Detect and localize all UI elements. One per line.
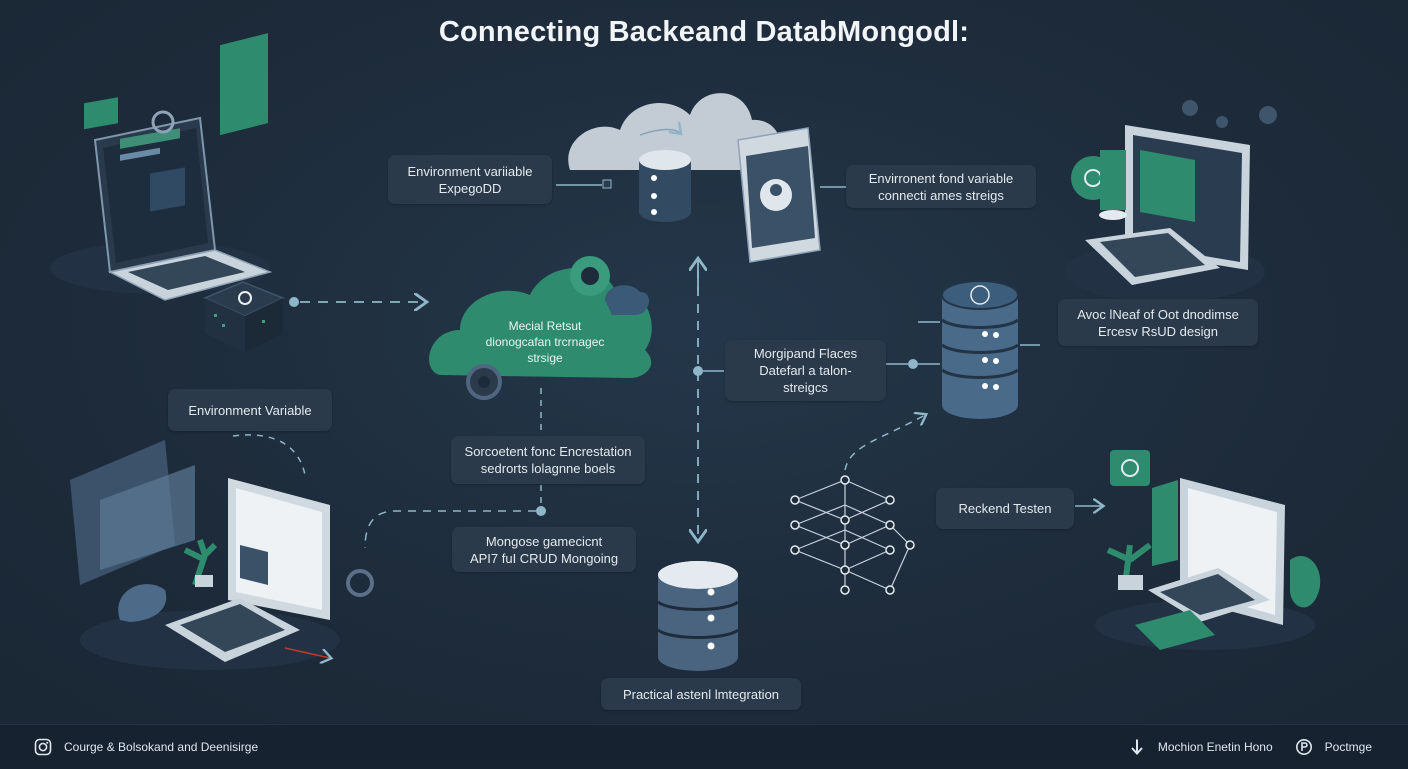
- network-nodes: [790, 475, 915, 595]
- footer-right-link-2[interactable]: Poctmge: [1295, 738, 1372, 756]
- label-line: Sorcoetent fonc Encrestation: [464, 444, 632, 459]
- label-line: sedrorts lolagnne boels: [480, 461, 616, 476]
- circle-p-icon: [1295, 739, 1312, 755]
- connector-graph-to-db: [844, 415, 925, 471]
- label-mongose: Mongose gamecicnt API7 fuI CRUD Mongoing: [452, 527, 636, 572]
- connector-dot: [693, 366, 703, 376]
- connector-to-bottom-laptop: [364, 510, 536, 549]
- server-stack-illustration: [918, 280, 1040, 419]
- label-line: Environment variiable: [407, 163, 533, 179]
- label-sorcoetant: Sorcoetent fonc Encrestation sedrorts lo…: [451, 436, 645, 484]
- footer-left-link[interactable]: Courge & Bolsokand and Deenisirge: [34, 738, 258, 756]
- laptop-code-illustration: [70, 440, 374, 670]
- cloud-label: Mecial Retsut dionogcafan trcrnagec strs…: [470, 318, 620, 366]
- label-line: ExpegoDD: [438, 180, 502, 196]
- monitor-search-illustration: [1065, 100, 1277, 302]
- footer-right-text-2: Poctmge: [1324, 740, 1372, 754]
- label-env-fond: Envirronent fond variable connecti ames …: [846, 165, 1036, 208]
- label-line: Mongose gamecicnt: [485, 533, 603, 549]
- label-line: dionogcafan trcrnagec: [485, 335, 605, 349]
- footer-right-link-1[interactable]: Mochion Enetin Hono: [1128, 738, 1273, 756]
- diagram-artwork: [50, 33, 1321, 671]
- label-line: streigcs: [783, 380, 828, 395]
- green-cloud-illustration: [429, 256, 652, 400]
- label-line: API7 fuI CRUD Mongoing: [469, 550, 619, 566]
- connector-env-to-laptop: [232, 434, 306, 476]
- connector-dot: [536, 506, 546, 516]
- footer-bar: Courge & Bolsokand and Deenisirge Mochio…: [0, 724, 1408, 769]
- label-line: strsige: [527, 351, 563, 365]
- database-stack-illustration: [657, 561, 739, 671]
- instagram-icon: [34, 738, 52, 756]
- label-avoc: Avoc lNeaf of Oot dnodimse Ercesv RsUD d…: [1058, 299, 1258, 346]
- label-line: Ercesv RsUD design: [1098, 323, 1218, 339]
- label-line: Reckend Testen: [958, 501, 1052, 516]
- connector-dot: [908, 359, 918, 369]
- label-practical: Practical astenl lmtegration: [601, 678, 801, 710]
- footer-left-text: Courge & Bolsokand and Deenisirge: [64, 740, 259, 754]
- label-line: Envirronent fond variable: [868, 170, 1014, 186]
- label-env-variable: Environment Variable: [168, 389, 332, 431]
- label-line: Practical astenl lmtegration: [622, 686, 780, 702]
- label-line: Morgipand Flaces: [753, 346, 858, 361]
- label-env-expegodd: Environment variiable ExpegoDD: [388, 155, 552, 204]
- label-line: Avoc lNeaf of Oot dnodimse: [1077, 306, 1239, 322]
- cloud-database-illustration: [568, 93, 821, 263]
- label-reckend: Reckend Testen: [936, 488, 1074, 529]
- label-line: Datefarl a talon-: [759, 363, 852, 378]
- monitor-calendar-illustration: [1095, 450, 1321, 650]
- label-morgipand: Morgipand Flaces Datefarl a talon- strei…: [725, 340, 886, 401]
- label-line: Mecial Retsut: [508, 319, 582, 333]
- page-title: Connecting Backeand DatabMongodl:: [438, 16, 970, 48]
- down-arrow-icon: [1131, 739, 1143, 755]
- footer-right-text-1: Mochion Enetin Hono: [1157, 740, 1273, 754]
- label-line: Environment Variable: [188, 402, 312, 418]
- laptop-dashboard-illustration: [50, 33, 285, 352]
- connector-dot: [289, 297, 299, 307]
- diagram-canvas: Connecting Backeand DatabMongodl: Enviro…: [0, 0, 1408, 724]
- label-line: connecti ames streigs: [878, 187, 1004, 203]
